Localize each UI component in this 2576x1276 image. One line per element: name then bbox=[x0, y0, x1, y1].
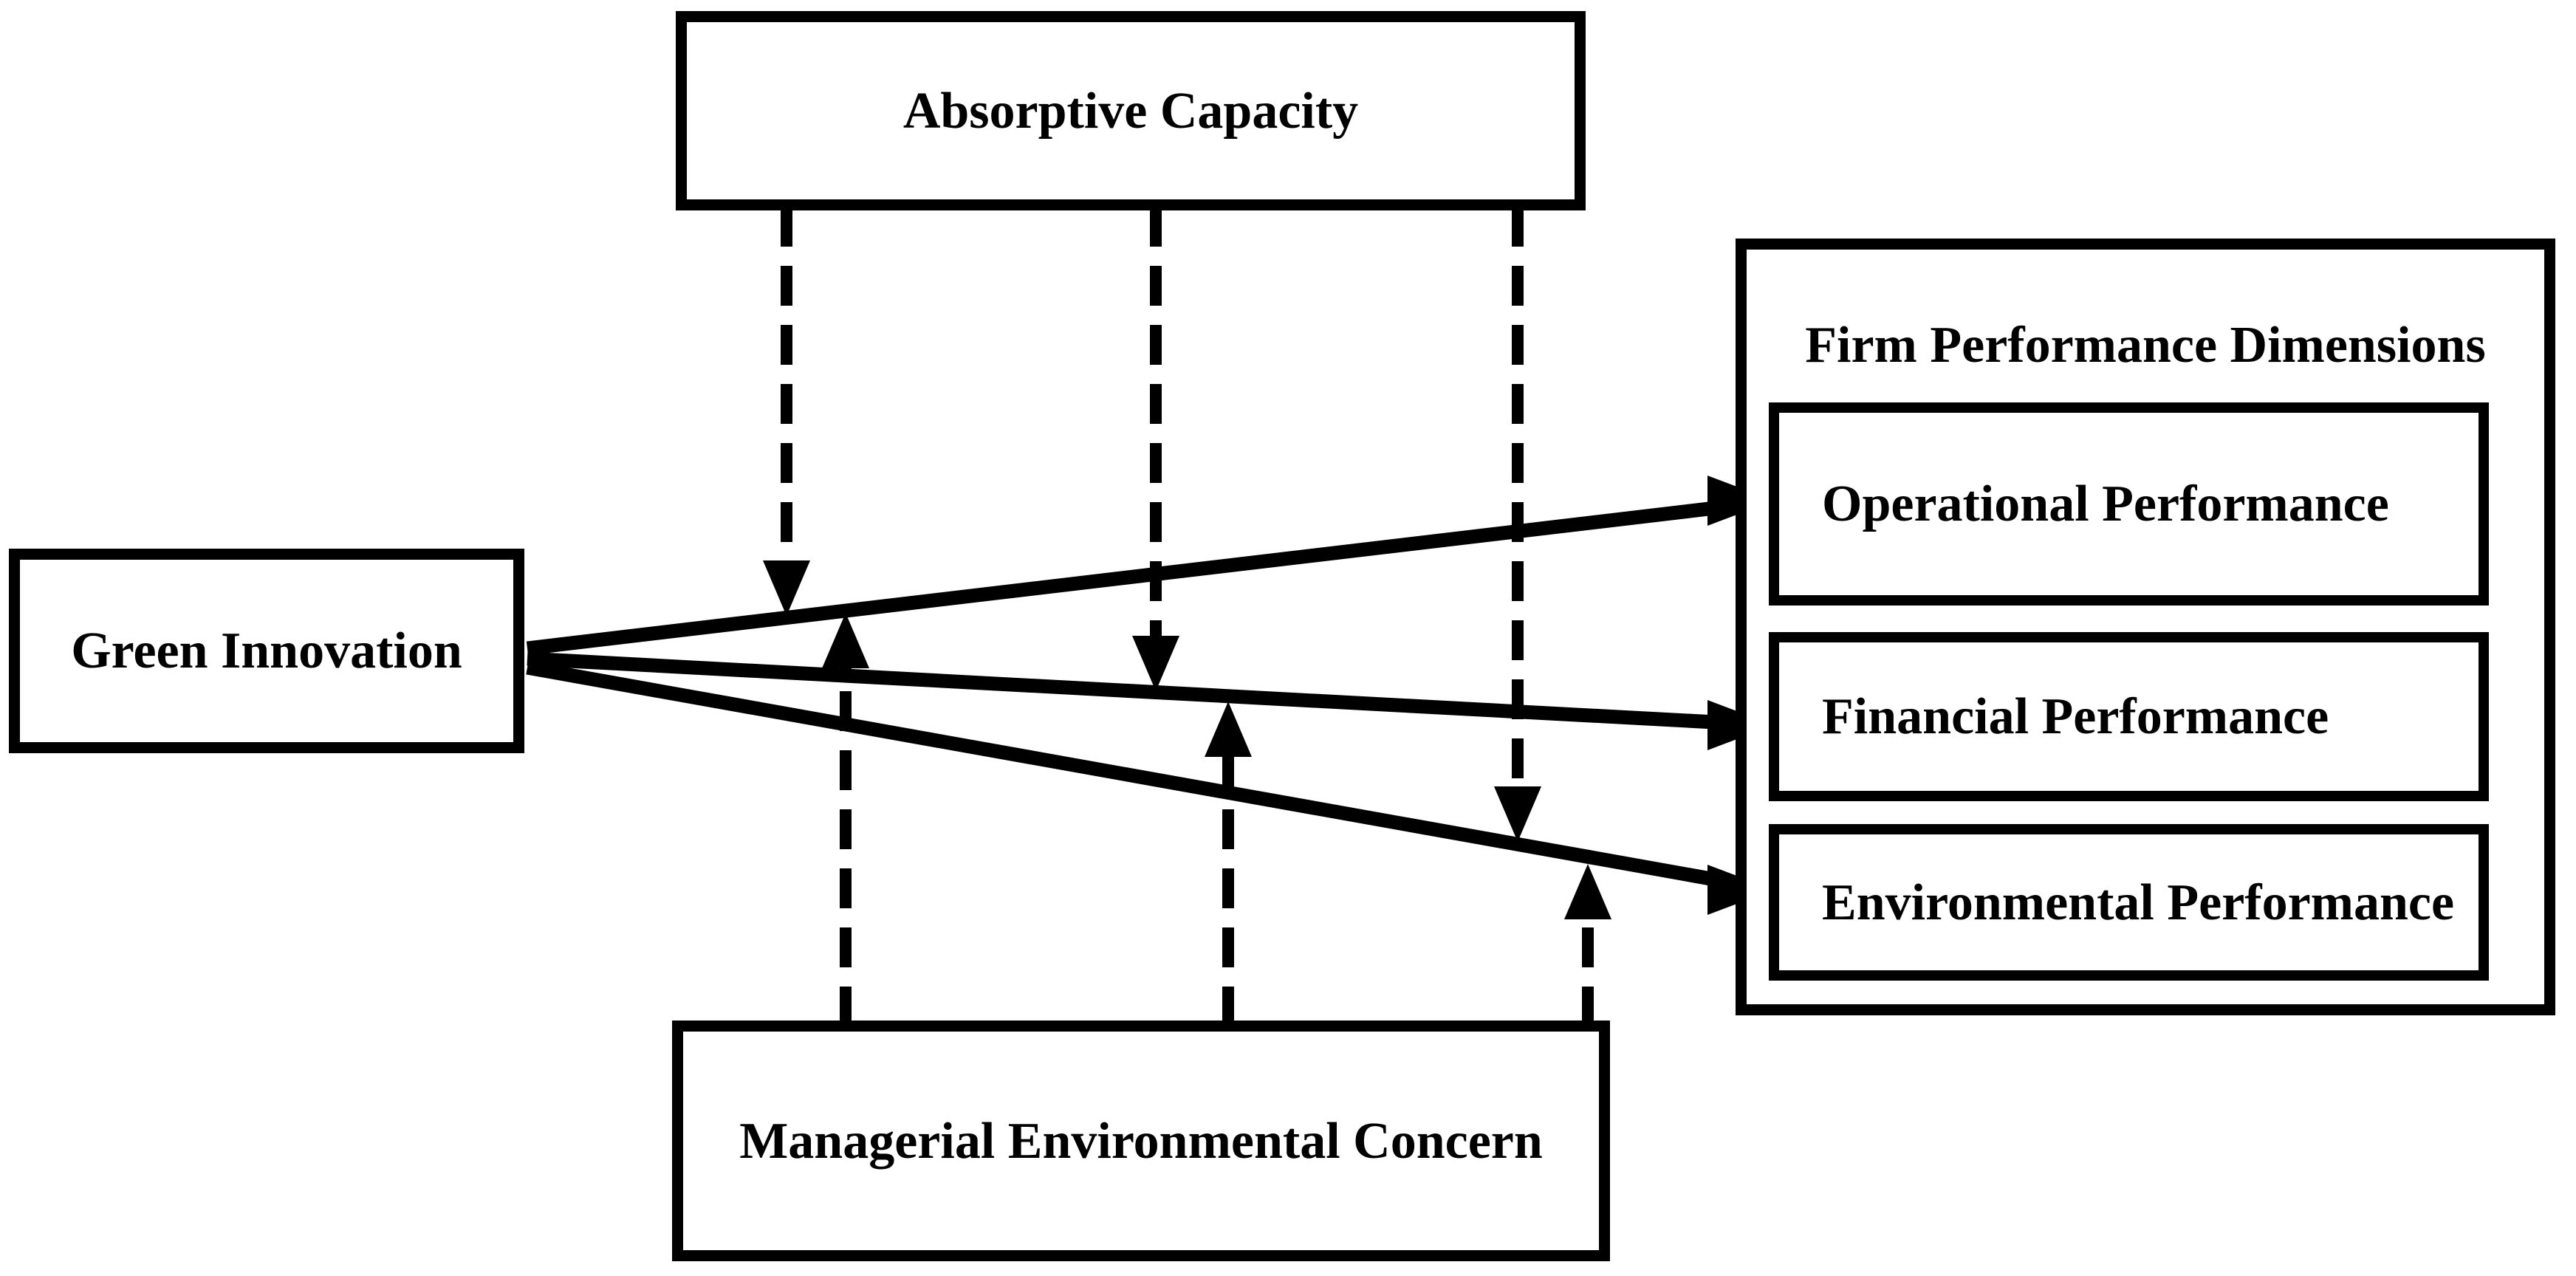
node-managerial-environmental-concern: Managerial Environmental Concern bbox=[672, 1021, 1610, 1261]
moderation-arrow-mec-3 bbox=[1564, 864, 1611, 1026]
node-environmental-performance: Environmental Performance bbox=[1769, 824, 2489, 981]
node-financial-performance: Financial Performance bbox=[1769, 632, 2489, 801]
arrow-green-to-financial bbox=[527, 651, 1774, 750]
node-green-innovation: Green Innovation bbox=[9, 549, 524, 753]
moderation-arrow-absorptive-1 bbox=[763, 207, 810, 616]
container-firm-performance-title-label: Firm Performance Dimensions bbox=[1805, 317, 2486, 374]
node-financial-performance-label: Financial Performance bbox=[1822, 688, 2329, 745]
moderation-arrow-mec-1 bbox=[822, 613, 869, 1026]
moderation-arrow-mec-2 bbox=[1205, 702, 1252, 1026]
arrow-green-to-environmental bbox=[526, 660, 1774, 915]
node-absorptive-capacity: Absorptive Capacity bbox=[676, 11, 1586, 210]
moderation-arrow-absorptive-3 bbox=[1494, 207, 1541, 842]
arrow-green-to-operational bbox=[526, 476, 1774, 656]
node-absorptive-capacity-label: Absorptive Capacity bbox=[902, 82, 1359, 140]
moderation-arrow-absorptive-2 bbox=[1132, 207, 1179, 691]
node-managerial-environmental-concern-label: Managerial Environmental Concern bbox=[739, 1112, 1543, 1170]
node-operational-performance-label: Operational Performance bbox=[1822, 476, 2389, 532]
node-environmental-performance-label: Environmental Performance bbox=[1822, 874, 2455, 931]
node-green-innovation-label: Green Innovation bbox=[71, 622, 462, 679]
container-firm-performance-title: Firm Performance Dimensions bbox=[1736, 301, 2555, 390]
node-operational-performance: Operational Performance bbox=[1769, 402, 2489, 606]
